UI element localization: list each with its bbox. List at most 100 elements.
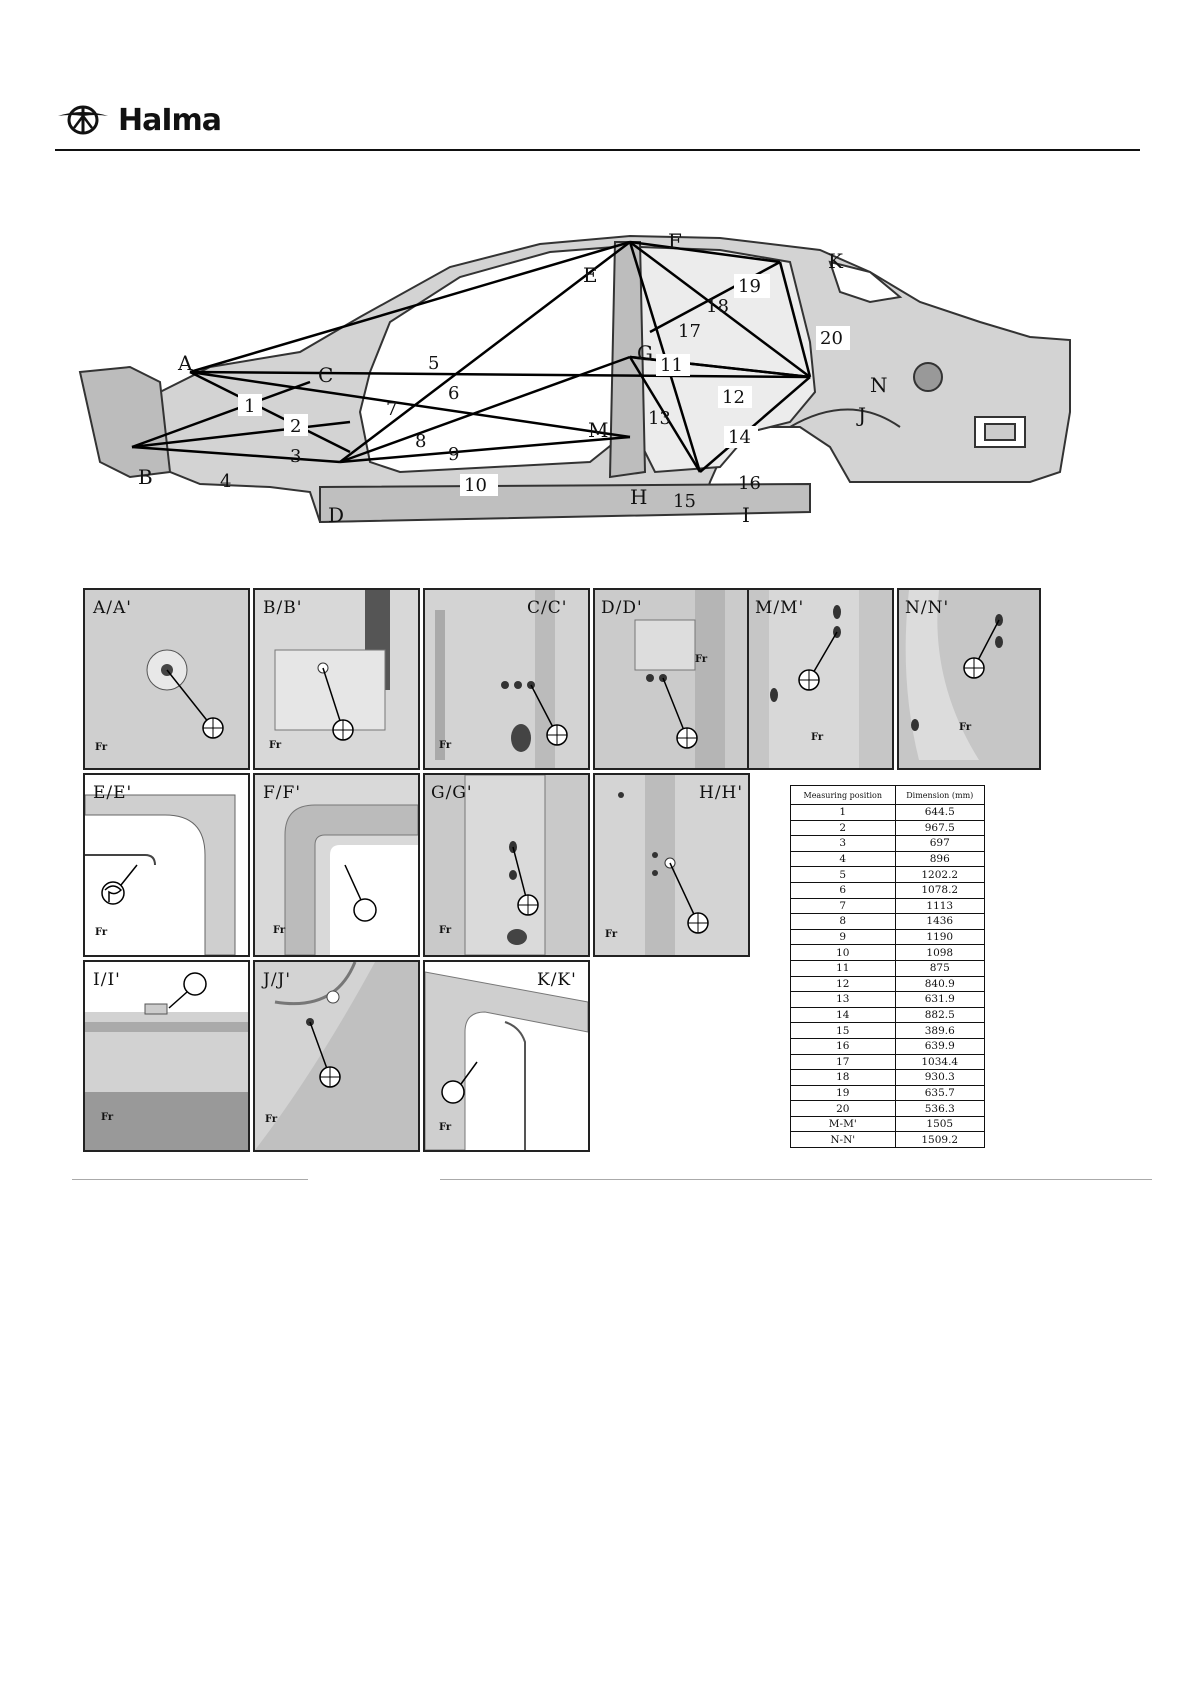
dimension-cell: 697 [894, 835, 986, 852]
measure-label-20: 20 [820, 328, 843, 349]
measure-label-18: 18 [706, 296, 729, 317]
measure-label-13: 13 [648, 408, 671, 429]
detail-panel-g: G/G' Fr [423, 773, 590, 957]
detail-panel-f: F/F' Fr [253, 773, 420, 957]
dimension-cell: 639.9 [894, 1037, 986, 1055]
measure-label-6: 6 [448, 383, 459, 404]
point-label-K: K [828, 249, 844, 273]
detail-panel-i: I/I' Fr [83, 960, 250, 1152]
point-label-J: J [856, 403, 866, 427]
brand-wordmark: HaIma [118, 102, 222, 138]
panel-label: E/E' [93, 783, 133, 803]
footer-divider-left [72, 1179, 308, 1180]
position-cell: 19 [790, 1084, 896, 1102]
dimension-cell: 875 [894, 959, 986, 977]
detail-panel-c: C/C' Fr [423, 588, 590, 770]
front-direction-label: Fr [265, 1114, 278, 1125]
position-cell: 7 [790, 897, 896, 915]
dimension-cell: 1436 [894, 913, 986, 930]
dimension-cell: 1505 [894, 1115, 986, 1133]
point-label-E: E [583, 263, 598, 287]
front-direction-label: Fr [95, 927, 108, 938]
measure-label-16: 16 [738, 473, 761, 494]
position-cell: 16 [790, 1037, 896, 1055]
dimension-cell: 930.3 [894, 1069, 986, 1086]
detail-panel-e: E/E' Fr [83, 773, 250, 957]
position-cell: 13 [790, 991, 896, 1008]
measure-label-11: 11 [660, 355, 683, 376]
column-header-dimension: Dimension (mm) [894, 785, 986, 805]
panel-label: K/K' [537, 970, 577, 990]
dimension-cell: 882.5 [894, 1006, 986, 1024]
detail-panel-b: B/B' Fr [253, 588, 420, 770]
point-label-B: B [138, 465, 153, 489]
detail-panel-k: K/K' Fr [423, 960, 590, 1152]
dimension-cell: 1509.2 [894, 1131, 986, 1149]
point-label-A: A [177, 351, 193, 375]
front-direction-label: Fr [811, 732, 824, 743]
front-direction-label: Fr [273, 925, 286, 936]
point-labels: A B C D E F G H I J K M N [138, 229, 888, 527]
front-direction-label: Fr [695, 654, 708, 665]
dimension-cell: 1034.4 [894, 1053, 986, 1071]
body-side-measurement-diagram: A B C D E F G H I J K M N 1 2 3 4 5 6 7 … [78, 229, 1071, 527]
dimension-cell: 967.5 [894, 819, 986, 837]
position-cell: 8 [790, 913, 896, 930]
dimension-cell: 1202.2 [894, 866, 986, 883]
panel-label: I/I' [93, 970, 121, 990]
position-cell: 20 [790, 1100, 896, 1117]
point-label-N: N [870, 373, 888, 397]
position-cell: 3 [790, 835, 896, 852]
front-direction-label: Fr [439, 740, 452, 751]
point-label-C: C [318, 363, 333, 387]
table-row: M-M'1505 [790, 1115, 986, 1133]
dimension-cell: 631.9 [894, 991, 986, 1008]
position-cell: 12 [790, 975, 896, 993]
point-label-D: D [328, 503, 344, 527]
point-label-M: M [588, 418, 608, 442]
position-cell: 1 [790, 804, 896, 821]
position-cell: 5 [790, 866, 896, 883]
front-direction-label: Fr [101, 1112, 114, 1123]
point-label-H: H [630, 485, 647, 509]
panel-label: B/B' [263, 598, 303, 618]
footer-divider-right [440, 1179, 1152, 1180]
table-row: N-N'1509.2 [790, 1131, 986, 1149]
table-header-row: Measuring position Dimension (mm) [790, 785, 986, 805]
detail-panel-h: H/H' Fr [593, 773, 750, 957]
detail-panel-a: A/A' Fr [83, 588, 250, 770]
dimension-cell: 896 [894, 850, 986, 868]
measure-label-10: 10 [464, 475, 487, 496]
measure-label-8: 8 [415, 431, 426, 452]
position-cell: 6 [790, 881, 896, 899]
position-cell: 14 [790, 1006, 896, 1024]
detail-panel-d: D/D' Fr [593, 588, 760, 770]
header-divider [55, 149, 1140, 151]
detail-panel-j: J/J' Fr [253, 960, 420, 1152]
panel-label: N/N' [905, 598, 950, 618]
front-direction-label: Fr [959, 722, 972, 733]
dimension-cell: 1098 [894, 944, 986, 961]
dimension-cell: 1113 [894, 897, 986, 915]
measure-label-17: 17 [678, 321, 701, 342]
position-cell: 11 [790, 959, 896, 977]
panel-label: J/J' [263, 970, 292, 990]
dimension-cell: 840.9 [894, 975, 986, 993]
panel-label: M/M' [755, 598, 805, 618]
measure-label-5: 5 [428, 353, 439, 374]
front-direction-label: Fr [605, 929, 618, 940]
detail-panel-grid: A/A' Fr B/B' Fr C/C' Fr D/D' Fr M/M' Fr … [83, 588, 1050, 1152]
